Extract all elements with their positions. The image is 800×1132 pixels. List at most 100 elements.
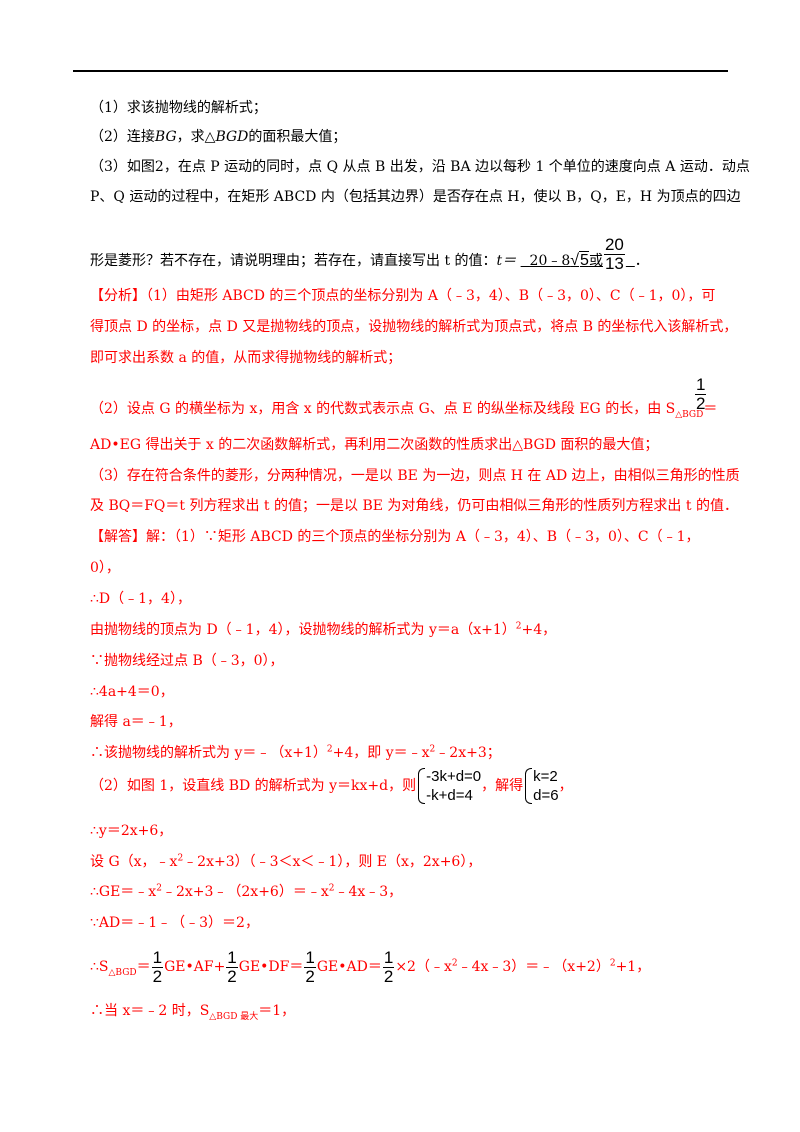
frac-num: 20 <box>604 235 624 254</box>
solution-text: ﹣2x+3﹣（2x+6）＝﹣x <box>161 884 329 900</box>
superscript: 2 <box>609 958 616 969</box>
q2-part: ，求△ <box>176 129 216 145</box>
solution-text: ∴y＝2x+6， <box>90 823 173 839</box>
equation: k=2 <box>533 768 558 785</box>
solution-line-12: ∴GE＝﹣x2﹣2x+3﹣（2x+6）＝﹣x2﹣4x﹣3， <box>90 883 402 901</box>
superscript: 2 <box>177 853 184 864</box>
frac-den: 2 <box>696 394 706 413</box>
equation: -3k+d=0 <box>426 768 482 785</box>
answer-part: 20﹣8 <box>529 253 571 269</box>
solution-text: +1， <box>615 959 651 975</box>
analysis-line-5: AD•EG 得出关于 x 的二次函数解析式，再利用二次函数的性质求出△BGD 面… <box>90 436 658 454</box>
solution-text: ∴S <box>90 959 109 975</box>
frac-num: 1 <box>383 947 394 967</box>
analysis-line-3: 即可求出系数 a 的值，从而求得抛物线的解析式； <box>90 349 401 367</box>
analysis-line-2: 得顶点 D 的坐标，点 D 又是抛物线的顶点，设抛物线的解析式为顶点式，将点 B… <box>90 318 737 336</box>
q3-text: （3）如图2，在点 P 运动的同时，点 Q 从点 B 出发，沿 BA 边以每秒 … <box>90 159 750 175</box>
analysis-text: ＝ <box>703 401 718 417</box>
equation: -k+d=4 <box>426 787 473 804</box>
equation: d=6 <box>533 787 559 804</box>
superscript: 2 <box>326 744 333 755</box>
superscript: 2 <box>451 958 458 969</box>
solution-text: +4，即 y＝﹣x <box>332 745 430 761</box>
question-2: （2）连接BG，求△BGD的面积最大值； <box>90 128 346 146</box>
solution-text: 解：（1）∵矩形 ABCD 的三个顶点的坐标分别为 A（﹣3，4）、B（﹣3，0… <box>146 529 700 545</box>
analysis-text: AD•EG 得出关于 x 的二次函数解析式，再利用二次函数的性质求出△BGD 面… <box>90 437 659 453</box>
analysis-line-4: （2）设点 G 的横坐标为 x，用含 x 的代数式表示点 G、点 E 的纵坐标及… <box>90 400 718 419</box>
solution-line-11: 设 G（x，﹣x2﹣2x+3）（﹣3＜x＜﹣1），则 E（x，2x+6）， <box>90 853 481 871</box>
solution-line-10: ∴y＝2x+6， <box>90 822 172 840</box>
answer-or: 或 <box>588 253 603 269</box>
analysis-text: （1）由矩形 ABCD 的三个顶点的坐标分别为 A（﹣3，4）、B（﹣3，0）、… <box>146 288 716 304</box>
q3-text: P、Q 运动的过程中，在矩形 ABCD 内（包括其边界）是否存在点 H，使以 B… <box>90 189 741 205</box>
question-3-line-3: 形是菱形？若不存在，请说明理由；若存在，请直接写出 t 的值：t＝ 20﹣8√5… <box>90 236 649 278</box>
q2-part: 的面积最大值； <box>248 129 347 145</box>
solution-text: ＝ <box>136 959 151 975</box>
solution-line-3: ∴D（﹣1，4）， <box>90 590 191 608</box>
solution-text: 解得 a＝﹣1， <box>90 714 182 730</box>
solution-line-6: ∴4a+4＝0， <box>90 683 174 701</box>
solution-line-9: （2）如图 1，设直线 BD 的解析式为 y＝kx+d，则-3k+d=0-k+d… <box>90 766 573 806</box>
superscript: 2 <box>328 883 335 894</box>
solution-text: GE•AF+ <box>164 959 226 975</box>
solution-text: ﹣2x+3）（﹣3＜x＜﹣1），则 E（x，2x+6）， <box>183 854 482 870</box>
solution-line-5: ∵抛物线经过点 B（﹣3，0）， <box>90 652 284 670</box>
solution-text: GE•DF＝ <box>238 959 304 975</box>
solution-text: ×2（﹣x <box>395 959 452 975</box>
solution-text: ＝1， <box>258 1003 296 1019</box>
frac-num: 1 <box>305 947 315 967</box>
frac-num: 1 <box>227 947 237 967</box>
solution-text: 由抛物线的顶点为 D（﹣1，4），设抛物线的解析式为 y＝a（x+1） <box>90 622 516 638</box>
analysis-line-1: 【分析】（1）由矩形 ABCD 的三个顶点的坐标分别为 A（﹣3，4）、B（﹣3… <box>90 287 715 305</box>
solution-line-13: ∵AD＝﹣1﹣（﹣3）＝2， <box>90 914 259 932</box>
frac-den: 2 <box>152 966 163 986</box>
analysis-text: （2）设点 G 的横坐标为 x，用含 x 的代数式表示点 G、点 E 的纵坐标及… <box>90 401 676 417</box>
radicand: 5 <box>579 251 589 269</box>
equation-system-1: -3k+d=0 -k+d=4 <box>416 767 481 805</box>
solution-text: ∵抛物线经过点 B（﹣3，0）， <box>90 653 284 669</box>
solution-text: ﹣2x+3； <box>435 745 501 761</box>
solution-text: ∵AD＝﹣1﹣（﹣3）＝2， <box>90 915 259 931</box>
frac-den: 2 <box>383 966 394 986</box>
superscript: 2 <box>156 883 162 894</box>
q2-var: BG <box>154 129 177 145</box>
frac-num: 1 <box>696 375 706 394</box>
solution-text: GE•AD＝ <box>316 959 382 975</box>
frac-den: 2 <box>227 966 237 986</box>
question-3-line-2: P、Q 运动的过程中，在矩形 ABCD 内（包括其边界）是否存在点 H，使以 B… <box>90 188 741 206</box>
solution-line-2: 0）， <box>90 559 120 577</box>
superscript: 2 <box>515 621 522 632</box>
solution-text: ∴4a+4＝0， <box>90 684 174 700</box>
solution-line-1: 【解答】解：（1）∵矩形 ABCD 的三个顶点的坐标分别为 A（﹣3，4）、B（… <box>90 528 700 546</box>
frac-num: 1 <box>152 947 163 967</box>
t-variable: t＝ <box>496 253 517 269</box>
superscript: 2 <box>429 744 436 755</box>
solution-text: ∴该抛物线的解析式为 y＝﹣（x+1） <box>90 745 327 761</box>
q2-var: BGD <box>215 129 249 145</box>
analysis-text: 即可求出系数 a 的值，从而求得抛物线的解析式； <box>90 350 402 366</box>
q2-part: （2）连接 <box>90 129 155 145</box>
frac-den: 13 <box>604 254 624 273</box>
solution-text: ﹣4x﹣3， <box>334 884 403 900</box>
solution-text: ， <box>558 778 573 794</box>
analysis-text: （3）存在符合条件的菱形，分两种情况，一是以 BE 为一边，则点 H 在 AD … <box>90 468 740 484</box>
subscript: △BGD <box>108 967 137 978</box>
q3-text: ． <box>634 253 649 269</box>
analysis-text: 及 BQ＝FQ＝t 列方程求出 t 的值；一是以 BE 为对角线，仍可由相似三角… <box>90 498 738 514</box>
question-1: （1）求该抛物线的解析式； <box>90 99 267 117</box>
solution-text: 0）， <box>90 560 120 576</box>
analysis-line-6: （3）存在符合条件的菱形，分两种情况，一是以 BE 为一边，则点 H 在 AD … <box>90 467 740 485</box>
analysis-label: 【分析】 <box>90 288 146 304</box>
solution-line-4: 由抛物线的顶点为 D（﹣1，4），设抛物线的解析式为 y＝a（x+1）2+4， <box>90 621 556 639</box>
solution-label: 【解答】 <box>90 529 146 545</box>
solution-line-8: ∴该抛物线的解析式为 y＝﹣（x+1）2+4，即 y＝﹣x2﹣2x+3； <box>90 744 501 762</box>
solution-line-7: 解得 a＝﹣1， <box>90 713 182 731</box>
